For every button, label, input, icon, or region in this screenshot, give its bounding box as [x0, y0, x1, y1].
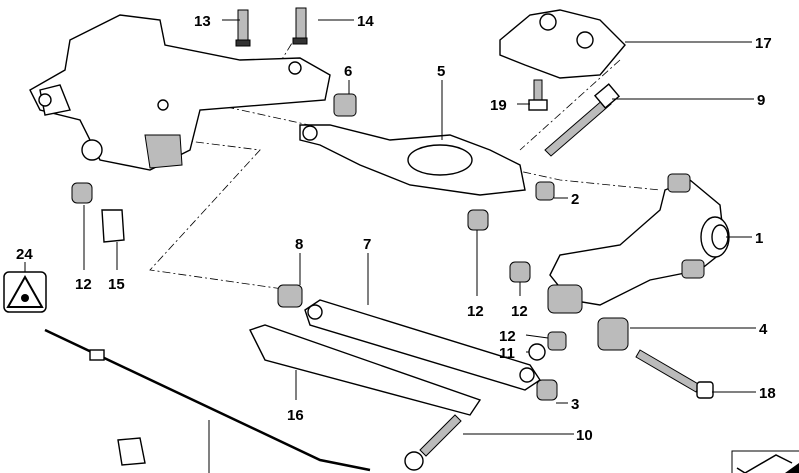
- part-label-12[interactable]: 12: [75, 276, 92, 293]
- part-label-12[interactable]: 12: [499, 328, 516, 345]
- part-label-5[interactable]: 5: [437, 63, 445, 80]
- bolt-13: [235, 9, 251, 47]
- link-7: [304, 299, 541, 391]
- part-label-12[interactable]: 12: [467, 303, 484, 320]
- cable: [44, 328, 371, 473]
- cover-16: [249, 324, 482, 416]
- part-label-3[interactable]: 3: [571, 396, 579, 413]
- assembly-line: [519, 59, 621, 151]
- part-label-24[interactable]: 24: [16, 246, 33, 263]
- part-label-7[interactable]: 7: [363, 236, 371, 253]
- bolt-14: [292, 7, 308, 45]
- control-arm-5: [299, 124, 526, 196]
- part-label-13[interactable]: 13: [194, 13, 211, 30]
- box-icon: [731, 450, 799, 473]
- bushing-2: [535, 181, 555, 201]
- part-label-9[interactable]: 9: [757, 92, 765, 109]
- nut-12: [71, 182, 567, 351]
- bolt-10: [404, 414, 462, 471]
- part-label-19[interactable]: 19: [490, 97, 507, 114]
- rear-subframe: [29, 14, 331, 171]
- washer-11: [528, 343, 546, 361]
- part-label-12[interactable]: 12: [511, 303, 528, 320]
- bushing-3: [536, 379, 558, 401]
- part-label-8[interactable]: 8: [295, 236, 303, 253]
- part-label-2[interactable]: 2: [571, 191, 579, 208]
- part-label-17[interactable]: 17: [755, 35, 772, 52]
- part-label-15[interactable]: 15: [108, 276, 125, 293]
- callout-lines: [24, 19, 756, 435]
- part-label-10[interactable]: 10: [576, 427, 593, 444]
- bolt-19: [528, 79, 548, 111]
- bolt-9: [544, 83, 621, 157]
- part-label-4[interactable]: 4: [759, 321, 768, 338]
- assembly-line: [149, 139, 291, 291]
- bushing-4: [547, 284, 629, 351]
- part-label-14[interactable]: 14: [357, 13, 374, 30]
- mount-17: [499, 9, 626, 79]
- part-label-18[interactable]: 18: [759, 385, 776, 402]
- part-label-16[interactable]: 16: [287, 407, 304, 424]
- wheel-carrier-1: [549, 173, 730, 306]
- bushing-8: [277, 284, 303, 308]
- part-label-6[interactable]: 6: [344, 63, 352, 80]
- bushing-6: [333, 93, 357, 117]
- warning-triangle-icon: [3, 271, 47, 313]
- part-label-11[interactable]: 11: [499, 345, 515, 362]
- bolt-18: [635, 349, 714, 399]
- part-label-1[interactable]: 1: [755, 230, 763, 247]
- clamp-15: [101, 209, 125, 243]
